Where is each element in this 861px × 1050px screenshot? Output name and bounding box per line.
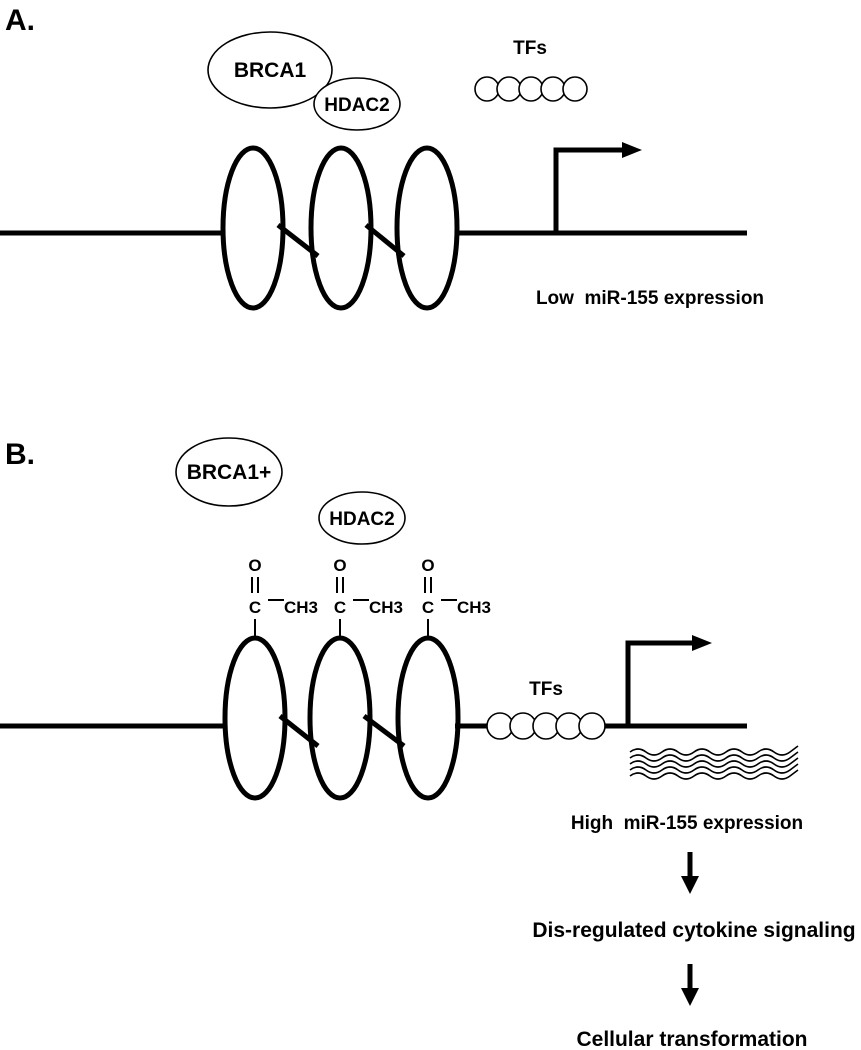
tfs-label-a: TFs <box>513 38 547 59</box>
outcome-transformation-label: Cellular transformation <box>576 1028 807 1050</box>
acetyl-ch3-2: CH3 <box>369 598 403 617</box>
hdac2-label-a: HDAC2 <box>324 95 389 116</box>
transcription-factors-a <box>474 76 588 102</box>
down-arrow-2 <box>681 964 699 1006</box>
brca1-label-b: BRCA1+ <box>187 461 272 484</box>
hdac2-label-b: HDAC2 <box>329 509 394 530</box>
nucleosome-a-1 <box>220 145 286 311</box>
dna-strand-a <box>0 145 747 311</box>
transcription-factors-b <box>486 712 606 740</box>
nucleosome-b-3 <box>395 635 461 801</box>
acetyl-o-2: O <box>333 556 346 575</box>
down-arrow-1 <box>681 852 699 894</box>
acetyl-group-3: O C CH3 <box>421 556 491 636</box>
brca1-label-a: BRCA1 <box>234 59 307 82</box>
acetyl-c-3: C <box>422 598 434 617</box>
nucleosome-a-2 <box>308 145 374 311</box>
panel-b-label: B. <box>5 438 35 471</box>
panel-a-label: A. <box>5 4 35 37</box>
nucleosome-b-2 <box>307 635 373 801</box>
hdac2-protein-a <box>313 77 401 131</box>
panel-a: A. BRCA1 HDAC2 TFs Lo <box>0 4 764 311</box>
mirna-transcripts-icon <box>629 745 799 780</box>
nucleosome-b-1 <box>222 635 288 801</box>
hdac2-protein-b <box>318 491 406 545</box>
transcription-start-arrow-b <box>625 635 712 726</box>
acetyl-c-2: C <box>334 598 346 617</box>
acetyl-o-3: O <box>421 556 434 575</box>
expression-label-b: High miR-155 expression <box>571 813 803 834</box>
acetyl-c-1: C <box>249 598 261 617</box>
acetyl-o-1: O <box>248 556 261 575</box>
expression-label-a: Low miR-155 expression <box>536 288 764 309</box>
tfs-label-b: TFs <box>529 679 563 700</box>
brca1-protein-b <box>175 437 283 507</box>
acetyl-ch3-3: CH3 <box>457 598 491 617</box>
acetyl-group-2: O C CH3 <box>333 556 403 636</box>
transcription-start-arrow-a <box>553 142 642 233</box>
nucleosome-a-3 <box>394 145 460 311</box>
panel-b: B. BRCA1+ HDAC2 O C CH3 O C CH3 O <box>0 437 856 1050</box>
acetyl-ch3-1: CH3 <box>284 598 318 617</box>
brca1-protein-a <box>207 31 333 109</box>
acetyl-group-1: O C CH3 <box>248 556 318 636</box>
outcome-cytokine-label: Dis-regulated cytokine signaling <box>532 919 855 942</box>
